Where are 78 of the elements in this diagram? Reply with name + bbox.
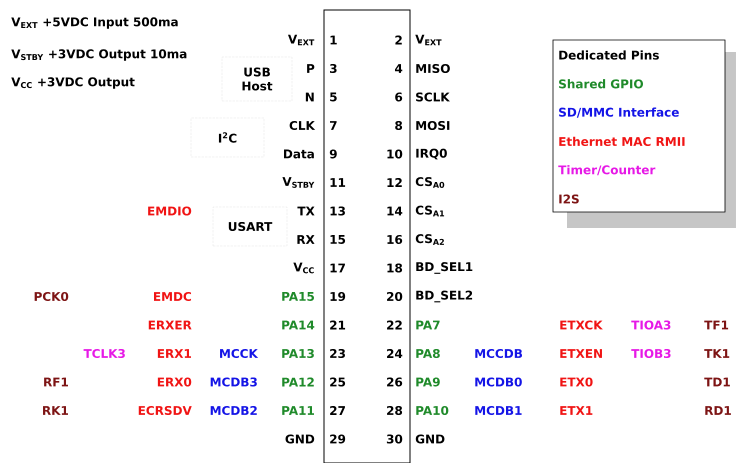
pin-number: 6 bbox=[395, 92, 402, 102]
pin-number: 13 bbox=[330, 206, 345, 216]
pin-number: 20 bbox=[387, 292, 402, 302]
pin-number: 7 bbox=[330, 121, 337, 130]
pin-number: 12 bbox=[387, 178, 402, 187]
pin-number: 15 bbox=[330, 235, 346, 244]
pin-label: TF1 bbox=[704, 320, 728, 330]
note: V$_{EXT}$ +5VDC Input 500ma bbox=[11, 17, 178, 29]
pin-label: EMDIO bbox=[148, 206, 192, 216]
pin-label: RD1 bbox=[705, 406, 731, 415]
pin-number: 3 bbox=[330, 64, 337, 74]
pin-label: P bbox=[307, 64, 314, 73]
pin-label: MCDB2 bbox=[210, 406, 257, 416]
pin-label: EMDC bbox=[154, 292, 192, 302]
group-box: USB Host bbox=[222, 56, 292, 102]
pin-label: TX bbox=[297, 206, 315, 216]
pin-number: 25 bbox=[330, 377, 346, 387]
pin-label: V$_{EXT}$ bbox=[288, 34, 314, 46]
pin-label: ECRSDV bbox=[138, 406, 192, 416]
pin-number: 24 bbox=[387, 349, 402, 358]
pin-label: RK1 bbox=[43, 406, 68, 415]
legend-entry: Shared GPIO bbox=[559, 79, 644, 88]
pin-number: 10 bbox=[387, 149, 402, 159]
pin-number: 21 bbox=[330, 320, 346, 330]
pin-label: MCDB3 bbox=[210, 377, 257, 387]
pin-label: ETX1 bbox=[560, 406, 592, 415]
pin-label: ETXEN bbox=[560, 349, 602, 358]
pin-number: 29 bbox=[330, 434, 346, 444]
pin-number: 11 bbox=[330, 178, 346, 187]
pin-number: 14 bbox=[387, 206, 402, 216]
pin-label: TIOB3 bbox=[631, 348, 671, 358]
pin-label: CLK bbox=[290, 120, 316, 130]
pin-label: MCDB0 bbox=[475, 377, 522, 387]
pin-number: 17 bbox=[330, 264, 345, 272]
pin-label: V$_{CC}$ bbox=[293, 262, 314, 274]
pin-number: 5 bbox=[330, 92, 337, 102]
pin-label: TK1 bbox=[704, 349, 730, 358]
legend-entry: I2S bbox=[559, 194, 579, 204]
pin-number: 8 bbox=[395, 120, 402, 130]
pin-label: TCLK3 bbox=[84, 348, 125, 358]
pin-label: ERXER bbox=[148, 320, 192, 330]
pin-label: PCK0 bbox=[34, 292, 68, 302]
pin-number: 18 bbox=[387, 263, 402, 273]
header-outline bbox=[324, 10, 410, 463]
note: V$_{STBY}$ +3VDC Output 10ma bbox=[11, 49, 186, 61]
pin-number: 1 bbox=[330, 36, 337, 44]
pin-number: 2 bbox=[395, 36, 402, 44]
pin-number: 23 bbox=[330, 348, 345, 358]
pin-label: MCCK bbox=[220, 348, 258, 358]
pin-label: ERX0 bbox=[158, 377, 192, 387]
pin-number: 19 bbox=[330, 292, 346, 302]
pin-number: 30 bbox=[386, 434, 402, 444]
pin-number: 22 bbox=[387, 320, 402, 330]
pin-number: 27 bbox=[330, 406, 345, 415]
pin-label: TD1 bbox=[704, 378, 730, 386]
group-box: I$^{2}$C bbox=[190, 118, 264, 158]
group-box: USART bbox=[212, 206, 288, 246]
legend-entry: Ethernet MAC RMII bbox=[559, 136, 685, 146]
pin-number: 28 bbox=[387, 406, 402, 416]
pin-number: 9 bbox=[330, 149, 337, 159]
pin-label: N bbox=[306, 92, 314, 102]
pin-label: ETX0 bbox=[560, 377, 593, 387]
pin-label: ETXCK bbox=[560, 320, 603, 330]
pin-label: TIOA3 bbox=[631, 320, 670, 330]
pin-label: RX bbox=[297, 235, 315, 244]
legend-entry: Dedicated Pins bbox=[559, 50, 659, 60]
note: V$_{CC}$ +3VDC Output bbox=[11, 77, 135, 89]
pin-label: RF1 bbox=[44, 378, 68, 386]
pin-label: MCCDB bbox=[475, 348, 522, 358]
legend-entry: SD/MMC Interface bbox=[559, 107, 679, 118]
pin-label: MCDB1 bbox=[475, 406, 522, 416]
pin-number: 16 bbox=[387, 234, 402, 244]
pin-number: 4 bbox=[395, 64, 402, 73]
pin-label: V$_{STBY}$ bbox=[282, 177, 314, 188]
pin-label: ERX1 bbox=[158, 349, 191, 358]
pin-number: 26 bbox=[387, 377, 402, 387]
pin-label: Data bbox=[284, 150, 314, 158]
legend-entry: Timer/Counter bbox=[558, 165, 656, 176]
